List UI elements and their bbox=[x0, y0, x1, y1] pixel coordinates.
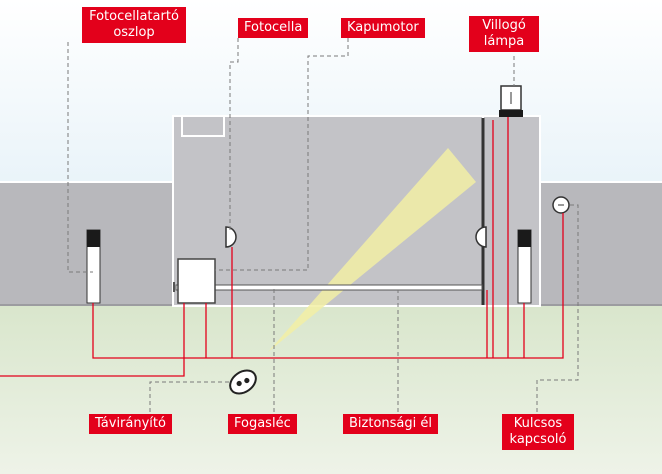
label-photocell-post-line1: Fotocellatartó bbox=[89, 9, 179, 24]
remote-control-icon bbox=[229, 369, 257, 395]
leader-lines bbox=[67, 38, 579, 412]
gear-rack bbox=[175, 284, 483, 291]
label-key-switch-line1: Kulcsos bbox=[513, 416, 563, 431]
label-photocell-post: Fotocellatartó oszlop bbox=[82, 7, 186, 43]
label-photocell-post-line2: oszlop bbox=[113, 25, 155, 40]
label-key-switch: Kulcsos kapcsoló bbox=[502, 414, 574, 450]
label-flashing-lamp-line2: lámpa bbox=[483, 34, 525, 49]
gate-motor bbox=[177, 258, 216, 304]
label-safety-edge: Biztonsági él bbox=[343, 414, 438, 434]
photocell-beam bbox=[268, 148, 476, 352]
wiring bbox=[0, 117, 564, 377]
photocell-post-right-head bbox=[518, 230, 531, 247]
flashing-lamp-base bbox=[499, 110, 523, 117]
photocell-right-icon bbox=[475, 226, 487, 248]
label-gate-motor: Kapumotor bbox=[341, 18, 425, 38]
label-key-switch-line2: kapcsoló bbox=[509, 432, 567, 447]
photocell-post-left-head bbox=[87, 230, 100, 247]
label-flashing-lamp: Villogó lámpa bbox=[469, 16, 539, 52]
label-flashing-lamp-line1: Villogó bbox=[482, 18, 526, 33]
gate-top-notch bbox=[181, 115, 225, 137]
label-remote-control: Távirányító bbox=[89, 414, 172, 434]
label-gear-rack: Fogasléc bbox=[228, 414, 297, 434]
label-photocell: Fotocella bbox=[238, 18, 309, 38]
